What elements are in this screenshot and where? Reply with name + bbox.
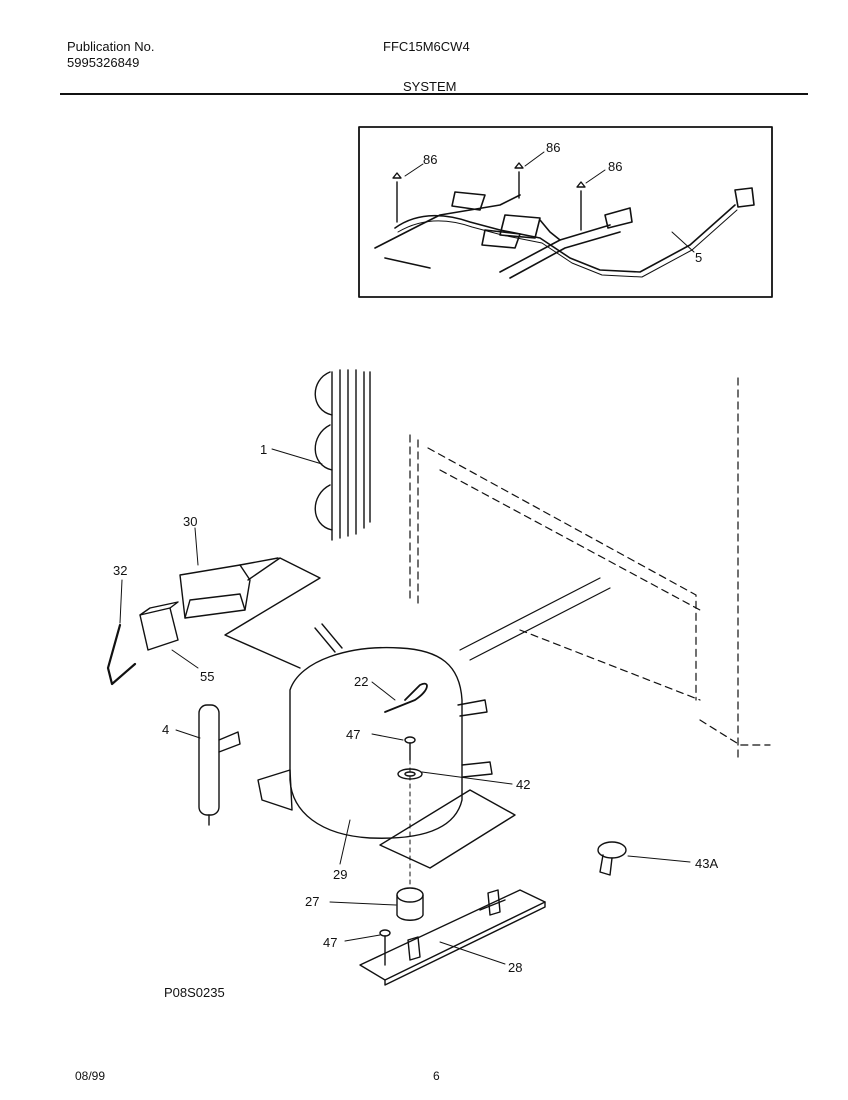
diagram-code: P08S0235 <box>164 985 225 1000</box>
label-22: 22 <box>354 674 369 689</box>
label-86-middle: 86 <box>546 140 561 155</box>
leader-86c <box>585 169 606 184</box>
leader-30 <box>194 527 199 566</box>
leader-32 <box>119 579 123 624</box>
label-5: 5 <box>695 250 703 265</box>
leader-4 <box>175 729 201 739</box>
header-rule <box>60 93 808 95</box>
wiring-harness <box>374 187 755 279</box>
label-32: 32 <box>113 563 128 578</box>
leader-47a <box>371 733 404 741</box>
clip-32 <box>106 623 137 686</box>
screw-47-lower <box>379 929 391 966</box>
footer-page-number: 6 <box>433 1069 440 1083</box>
leader-29 <box>339 819 351 865</box>
leader-27 <box>329 901 397 906</box>
overload-55 <box>139 601 179 651</box>
leader-5 <box>671 231 695 253</box>
leader-28 <box>439 941 506 965</box>
label-55: 55 <box>200 669 215 684</box>
compressor-29 <box>257 623 516 869</box>
publication-label: Publication No. <box>67 39 155 54</box>
leader-22 <box>371 681 396 701</box>
label-86-left: 86 <box>423 152 438 167</box>
label-27: 27 <box>305 894 320 909</box>
publication-number: 5995326849 <box>67 55 140 70</box>
label-4: 4 <box>162 722 170 737</box>
screw-86-icons <box>392 162 586 231</box>
mounting-rail-28 <box>359 889 546 986</box>
label-1: 1 <box>260 442 268 457</box>
label-43a: 43A <box>695 856 719 871</box>
label-86-right: 86 <box>608 159 623 174</box>
section-title: SYSTEM <box>403 79 457 94</box>
label-30: 30 <box>183 514 198 529</box>
leader-1 <box>271 448 323 465</box>
leader-47b <box>344 934 381 942</box>
condenser-coil <box>314 369 371 541</box>
leader-86a <box>404 163 424 177</box>
label-29: 29 <box>333 867 348 882</box>
grommet-27 <box>396 887 424 921</box>
relay-30 <box>179 557 321 669</box>
label-42: 42 <box>516 777 531 792</box>
leader-43a <box>627 855 691 863</box>
cabinet-outline <box>409 377 771 761</box>
wiring-inset-box <box>358 126 773 298</box>
drier-4 <box>198 704 241 826</box>
clip-22 <box>384 682 428 713</box>
label-47-upper: 47 <box>346 727 361 742</box>
label-47-lower: 47 <box>323 935 338 950</box>
screw-47-upper <box>404 736 416 761</box>
model-number: FFC15M6CW4 <box>383 39 470 54</box>
leader-86b <box>524 151 545 167</box>
leader-55 <box>171 649 199 669</box>
label-28: 28 <box>508 960 523 975</box>
footer-date: 08/99 <box>75 1069 106 1083</box>
clip-43a <box>597 841 627 876</box>
leader-42 <box>421 771 513 785</box>
